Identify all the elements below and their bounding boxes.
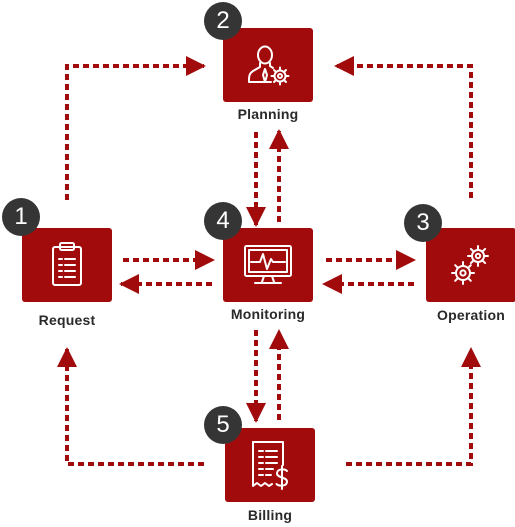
- flow-billing-to-request: [57, 347, 204, 466]
- user-gear-icon: [248, 45, 290, 86]
- step-badge-billing: 5: [204, 406, 242, 444]
- step-badge-planning: 2: [204, 2, 242, 40]
- invoice-dollar-icon: [252, 441, 288, 490]
- step-badge-request: 1: [2, 198, 40, 236]
- monitor-pulse-icon: [244, 245, 292, 284]
- flow-request-to-planning: [65, 56, 206, 200]
- node-label-billing: Billing: [247, 507, 293, 523]
- node-monitoring[interactable]: [223, 228, 313, 302]
- flow-operation-to-planning: [334, 56, 473, 198]
- node-label-monitoring: Monitoring: [230, 306, 306, 322]
- clipboard-icon: [52, 242, 82, 286]
- node-label-request: Request: [38, 312, 96, 328]
- node-operation[interactable]: [426, 228, 515, 302]
- gears-icon: [451, 245, 489, 285]
- node-label-operation: Operation: [437, 307, 505, 323]
- node-billing[interactable]: [225, 428, 315, 502]
- step-badge-operation: 3: [404, 204, 442, 242]
- flow-billing-to-operation: [346, 347, 481, 466]
- step-badge-monitoring: 4: [204, 202, 242, 240]
- node-label-planning: Planning: [237, 106, 299, 122]
- node-planning[interactable]: [223, 28, 313, 102]
- node-request[interactable]: [22, 228, 112, 302]
